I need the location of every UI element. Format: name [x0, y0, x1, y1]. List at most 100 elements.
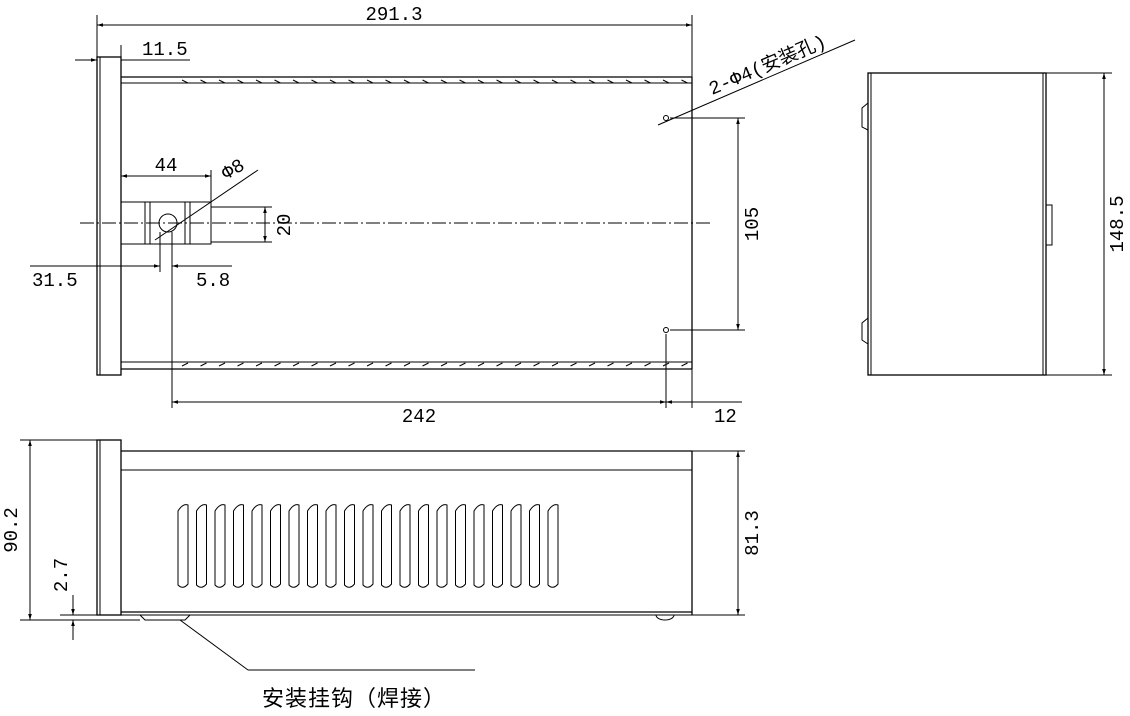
- vent-slot: [288, 504, 300, 588]
- dim-hole-spec: 2-Φ4(安装孔): [657, 30, 856, 126]
- vent-tick: [255, 362, 263, 367]
- vent-tick: [403, 79, 411, 84]
- label-hole-pitch-vertical: 105: [742, 207, 764, 241]
- vent-tick: [514, 362, 522, 367]
- label-hook-height: 20: [274, 214, 296, 237]
- label-foot-height: 2.7: [51, 558, 73, 592]
- front-view-flange: [96, 439, 122, 616]
- dim-foot-height: 2.7: [51, 558, 97, 640]
- vent-tick: [681, 362, 688, 367]
- vent-tick: [551, 362, 559, 367]
- vent-tick: [366, 79, 374, 84]
- label-body-height: 81.3: [742, 510, 764, 556]
- dim-hook-offset: 31.5 5.8: [30, 232, 232, 292]
- vent-tick: [625, 362, 633, 367]
- vent-tick: [200, 79, 207, 84]
- vent-tick: [422, 362, 429, 367]
- vent-slot: [381, 504, 392, 588]
- vent-slot: [529, 504, 540, 588]
- dim-total-height: 90.2: [1, 439, 140, 621]
- vent-slot: [233, 504, 244, 588]
- vent-tick: [329, 79, 337, 84]
- vent-tick: [311, 362, 318, 367]
- vent-slot: [325, 504, 337, 588]
- dim-hook-height: 20: [211, 206, 296, 243]
- vent-slot: [177, 504, 189, 588]
- front-view-hook: [139, 614, 191, 621]
- vent-tick: [181, 79, 189, 84]
- vent-tick: [200, 362, 207, 367]
- vent-tick: [218, 79, 226, 84]
- vent-tick: [440, 362, 448, 367]
- hook-callout: 安装挂钩（焊接）: [179, 619, 475, 712]
- dim-hook-width: 44: [120, 155, 212, 202]
- vent-tick: [477, 79, 485, 84]
- vent-tick: [496, 362, 503, 367]
- label-hole-spec: 2-Φ4(安装孔): [705, 30, 829, 100]
- vent-slot: [473, 504, 485, 588]
- vent-tick: [607, 362, 614, 367]
- vent-slot: [436, 504, 448, 588]
- side-vent-slots: [177, 504, 559, 588]
- front-flange: [96, 56, 122, 376]
- mounting-hole-bottom: [663, 327, 669, 333]
- label-hook-slot: 5.8: [196, 270, 230, 292]
- dim-hole-pitch-horizontal: 242 12: [171, 244, 742, 428]
- end-view-hook-bottom: [861, 317, 869, 345]
- label-hole-pitch-horizontal: 242: [402, 406, 436, 428]
- vent-tick: [329, 362, 337, 367]
- vent-tick: [440, 79, 448, 84]
- label-hole-edge-offset: 12: [714, 406, 737, 428]
- top-view: [80, 56, 712, 376]
- label-overall-length: 291.3: [365, 4, 422, 26]
- label-total-height: 90.2: [1, 507, 23, 553]
- vent-tick: [348, 79, 355, 84]
- dim-side-height: 148.5: [1046, 72, 1129, 376]
- vent-tick: [681, 79, 688, 84]
- dim-body-height: 81.3: [692, 450, 764, 616]
- vent-tick: [477, 362, 485, 367]
- vent-tick: [255, 79, 263, 84]
- label-hook-note: 安装挂钩（焊接）: [262, 687, 446, 712]
- vent-slot: [214, 504, 226, 588]
- front-view-foot: [655, 614, 675, 621]
- vent-tick: [496, 79, 503, 84]
- vent-tick: [292, 362, 300, 367]
- vent-tick: [533, 362, 540, 367]
- dim-hole-pitch-vertical: 105: [670, 117, 764, 331]
- vent-tick: [274, 79, 281, 84]
- vent-tick: [644, 362, 651, 367]
- vent-slot: [492, 504, 503, 588]
- vent-slot: [307, 504, 318, 588]
- end-view: [861, 72, 1053, 376]
- label-hook-offset: 31.5: [32, 270, 78, 292]
- vent-tick: [292, 79, 300, 84]
- end-view-tab: [1045, 204, 1053, 246]
- vent-tick: [237, 79, 244, 84]
- bottom-vent-ticks: [181, 362, 688, 367]
- vent-tick: [403, 362, 411, 367]
- vent-tick: [662, 79, 670, 84]
- vent-tick: [311, 79, 318, 84]
- vent-tick: [459, 362, 466, 367]
- vent-tick: [385, 362, 392, 367]
- label-hook-hole-dia: Φ8: [218, 155, 249, 185]
- vent-slot: [418, 504, 429, 588]
- vent-slot: [270, 504, 281, 588]
- label-side-height: 148.5: [1107, 195, 1129, 252]
- dim-overall-length: 291.3: [96, 4, 693, 77]
- mounting-hole-top: [663, 115, 669, 121]
- vent-tick: [237, 362, 244, 367]
- vent-tick: [348, 362, 355, 367]
- vent-tick: [570, 362, 577, 367]
- vent-tick: [459, 79, 466, 84]
- vent-slot: [510, 504, 522, 588]
- vent-slot: [399, 504, 411, 588]
- vent-slot: [344, 504, 355, 588]
- vent-slot: [455, 504, 466, 588]
- vent-slot: [547, 504, 559, 588]
- vent-tick: [607, 79, 614, 84]
- vent-slot: [251, 504, 263, 588]
- end-view-hook-top: [861, 102, 869, 131]
